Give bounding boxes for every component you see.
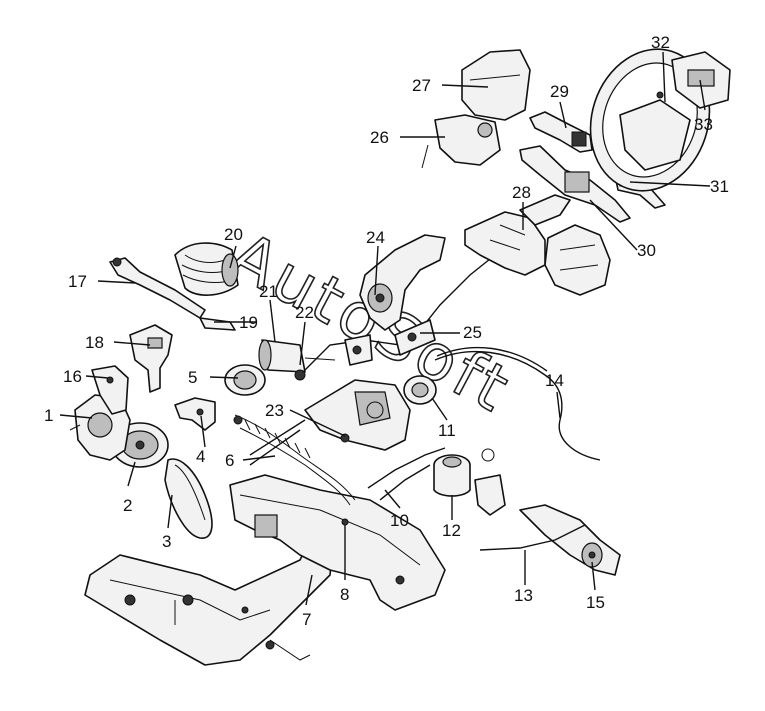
pump-pulley (111, 422, 169, 468)
part-label-5: 5 (188, 368, 197, 387)
intermediate-shaft (294, 254, 496, 381)
ignition-lock (421, 114, 501, 169)
horn-pad (671, 51, 731, 109)
part-label-8: 8 (340, 585, 349, 604)
clamp-bracket (474, 448, 506, 516)
part-label-16: 16 (63, 367, 82, 386)
reservoir-cap (433, 454, 471, 497)
column-lock-cover (461, 49, 531, 121)
part-label-6: 6 (225, 451, 234, 470)
part-label-19: 19 (239, 313, 258, 332)
combination-switch (529, 111, 593, 153)
part-label-3: 3 (162, 532, 171, 551)
part-label-10: 10 (390, 511, 409, 530)
stabilizer-bar (434, 346, 601, 461)
part-label-32: 32 (651, 33, 670, 52)
lower-control-arm (479, 504, 621, 576)
rack-bushing (224, 364, 266, 396)
part-label-13: 13 (514, 586, 533, 605)
part-label-18: 18 (85, 333, 104, 352)
rack-housing (258, 339, 336, 373)
part-label-12: 12 (442, 521, 461, 540)
steering-column (464, 194, 571, 276)
part-label-7: 7 (302, 610, 311, 629)
leader-lines (59, 51, 711, 606)
part-label-14: 14 (545, 371, 564, 390)
fluid-reservoir (129, 324, 173, 393)
front-subframe (84, 524, 336, 666)
drive-belt (164, 458, 213, 539)
part-label-11: 11 (438, 421, 456, 440)
column-cover (544, 224, 611, 296)
part-label-22: 22 (295, 303, 314, 322)
steering-gear-box (249, 379, 411, 466)
mounting-bracket (174, 397, 216, 431)
part-label-30: 30 (637, 241, 656, 260)
tie-rod-end (109, 257, 206, 319)
turn-signal-switch (519, 145, 631, 223)
part-label-15: 15 (586, 593, 605, 612)
part-label-26: 26 (370, 128, 389, 147)
part-label-1: 1 (44, 406, 53, 425)
part-labels: 1 2 3 4 5 6 7 8 10 11 12 13 14 15 16 17 … (44, 33, 729, 629)
part-label-29: 29 (550, 82, 569, 101)
part-label-21: 21 (259, 282, 278, 301)
rack-boot (174, 242, 239, 296)
rack-boot-springs (233, 414, 356, 506)
steering-knuckle (359, 234, 446, 331)
stabilizer-bushing (403, 375, 437, 405)
part-label-4: 4 (196, 447, 205, 466)
part-label-20: 20 (224, 225, 243, 244)
part-label-17: 17 (68, 272, 87, 291)
part-label-24: 24 (366, 228, 385, 247)
part-label-25: 25 (463, 323, 482, 342)
part-label-28: 28 (512, 183, 531, 202)
crossmember (229, 474, 446, 611)
part-label-31: 31 (710, 177, 729, 196)
part-label-33: 33 (694, 115, 713, 134)
part-label-2: 2 (123, 496, 132, 515)
inner-tie-rod (199, 317, 236, 331)
part-label-27: 27 (412, 76, 431, 95)
part-label-23: 23 (265, 401, 284, 420)
